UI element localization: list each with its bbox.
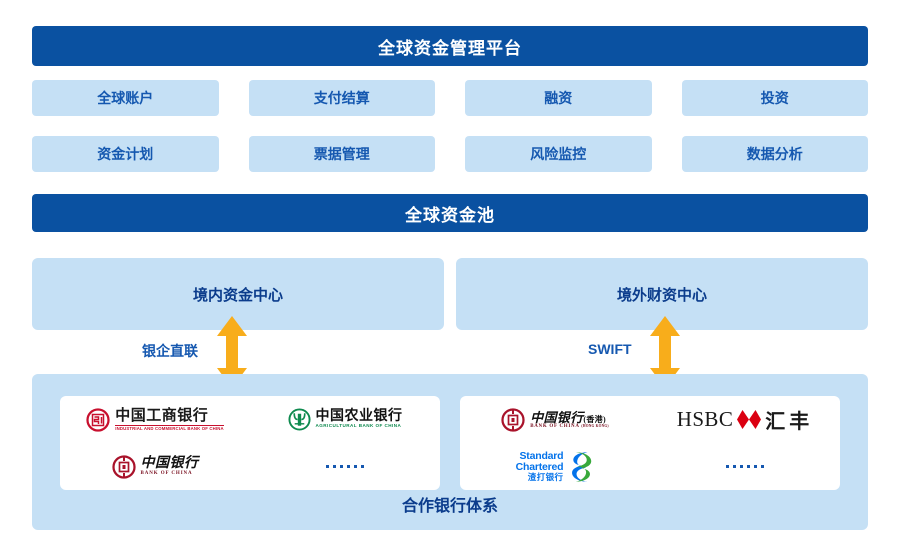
module-card-risk-monitor[interactable]: 风险监控 [465,136,652,172]
double-arrow-icon [650,316,680,388]
bank-logo-standard-chartered[interactable]: Standard Chartered 渣打银行 [516,451,595,483]
boc-name-cn: 中国银行 [140,456,199,471]
abc-emblem-icon [287,408,311,431]
bank-logo-boc[interactable]: 中国银行 BANK OF CHINA [111,454,199,479]
ellipsis-icon [326,465,364,468]
hsbc-name-en: HSBC [676,407,734,431]
ellipsis-icon [726,465,764,468]
module-card-bill-management[interactable]: 票据管理 [248,136,435,172]
icbc-emblem-icon [86,407,110,432]
module-card-financing[interactable]: 融资 [465,80,652,116]
abc-name-en: AGRICULTURAL BANK OF CHINA [315,423,402,429]
icbc-name-en: INDUSTRIAL AND COMMERCIAL BANK OF CHINA [115,425,224,431]
standard-chartered-swirl-icon [572,451,592,482]
abc-name-cn: 中国农业银行 [315,409,403,425]
domestic-bank-panel: 中国工商银行 INDUSTRIAL AND COMMERCIAL BANK OF… [60,396,440,490]
hsbc-name-cn: 汇丰 [765,411,814,433]
module-card-investment[interactable]: 投资 [681,80,868,116]
bochk-name-cn-suffix: (香港) [583,414,606,424]
boc-emblem-icon [111,454,136,479]
sc-name-line2: Chartered [515,461,564,474]
double-arrow-icon [217,316,247,388]
boc-name-en: BANK OF CHINA [140,470,193,477]
bochk-name-cn: 中国银行 [530,409,584,425]
sc-name-line1: Standard [519,450,564,463]
partner-bank-system-title: 合作银行体系 [401,498,498,515]
offshore-treasury-center-box[interactable]: 境外财资中心 [456,258,868,330]
domestic-fund-center-box[interactable]: 境内资金中心 [32,258,444,330]
sc-name-cn: 渣打银行 [527,471,564,482]
bochk-name-en-suffix: (HONG KONG) [581,423,609,428]
bank-logo-boc-hong-kong[interactable]: 中国银行(香港) BANK OF CHINA (HONG KONG) [501,407,609,432]
icbc-name-cn: 中国工商银行 [115,407,209,425]
offshore-bank-panel: 中国银行(香港) BANK OF CHINA (HONG KONG) HSBC … [460,396,840,490]
module-card-global-account[interactable]: 全球账户 [32,80,219,116]
domestic-link-arrow [215,316,249,388]
bochk-name-en: BANK OF CHINA [530,423,580,429]
module-card-payment[interactable]: 支付结算 [248,80,435,116]
offshore-link-label: SWIFT [588,341,632,357]
bank-logo-icbc[interactable]: 中国工商银行 INDUSTRIAL AND COMMERCIAL BANK OF… [86,407,224,432]
bank-logo-abc[interactable]: 中国农业银行 AGRICULTURAL BANK OF CHINA [287,408,403,431]
more-domestic-banks-indicator [326,465,364,468]
domestic-link-label: 银企直联 [142,343,198,359]
more-offshore-banks-indicator [726,465,764,468]
hsbc-hexagon-icon [737,410,762,429]
offshore-link-arrow [648,316,682,388]
icbc-rule [115,424,224,426]
module-grid: 全球账户 支付结算 融资 投资 资金计划 票据管理 风险监控 数据分析 [32,80,868,176]
platform-banner: 全球资金管理平台 [32,26,868,66]
bank-logo-hsbc[interactable]: HSBC 汇丰 [677,405,813,434]
module-card-fund-planning[interactable]: 资金计划 [32,136,219,172]
global-fund-pool-banner: 全球资金池 [32,194,868,232]
module-card-data-analysis[interactable]: 数据分析 [681,136,868,172]
boc-emblem-icon [501,407,525,432]
